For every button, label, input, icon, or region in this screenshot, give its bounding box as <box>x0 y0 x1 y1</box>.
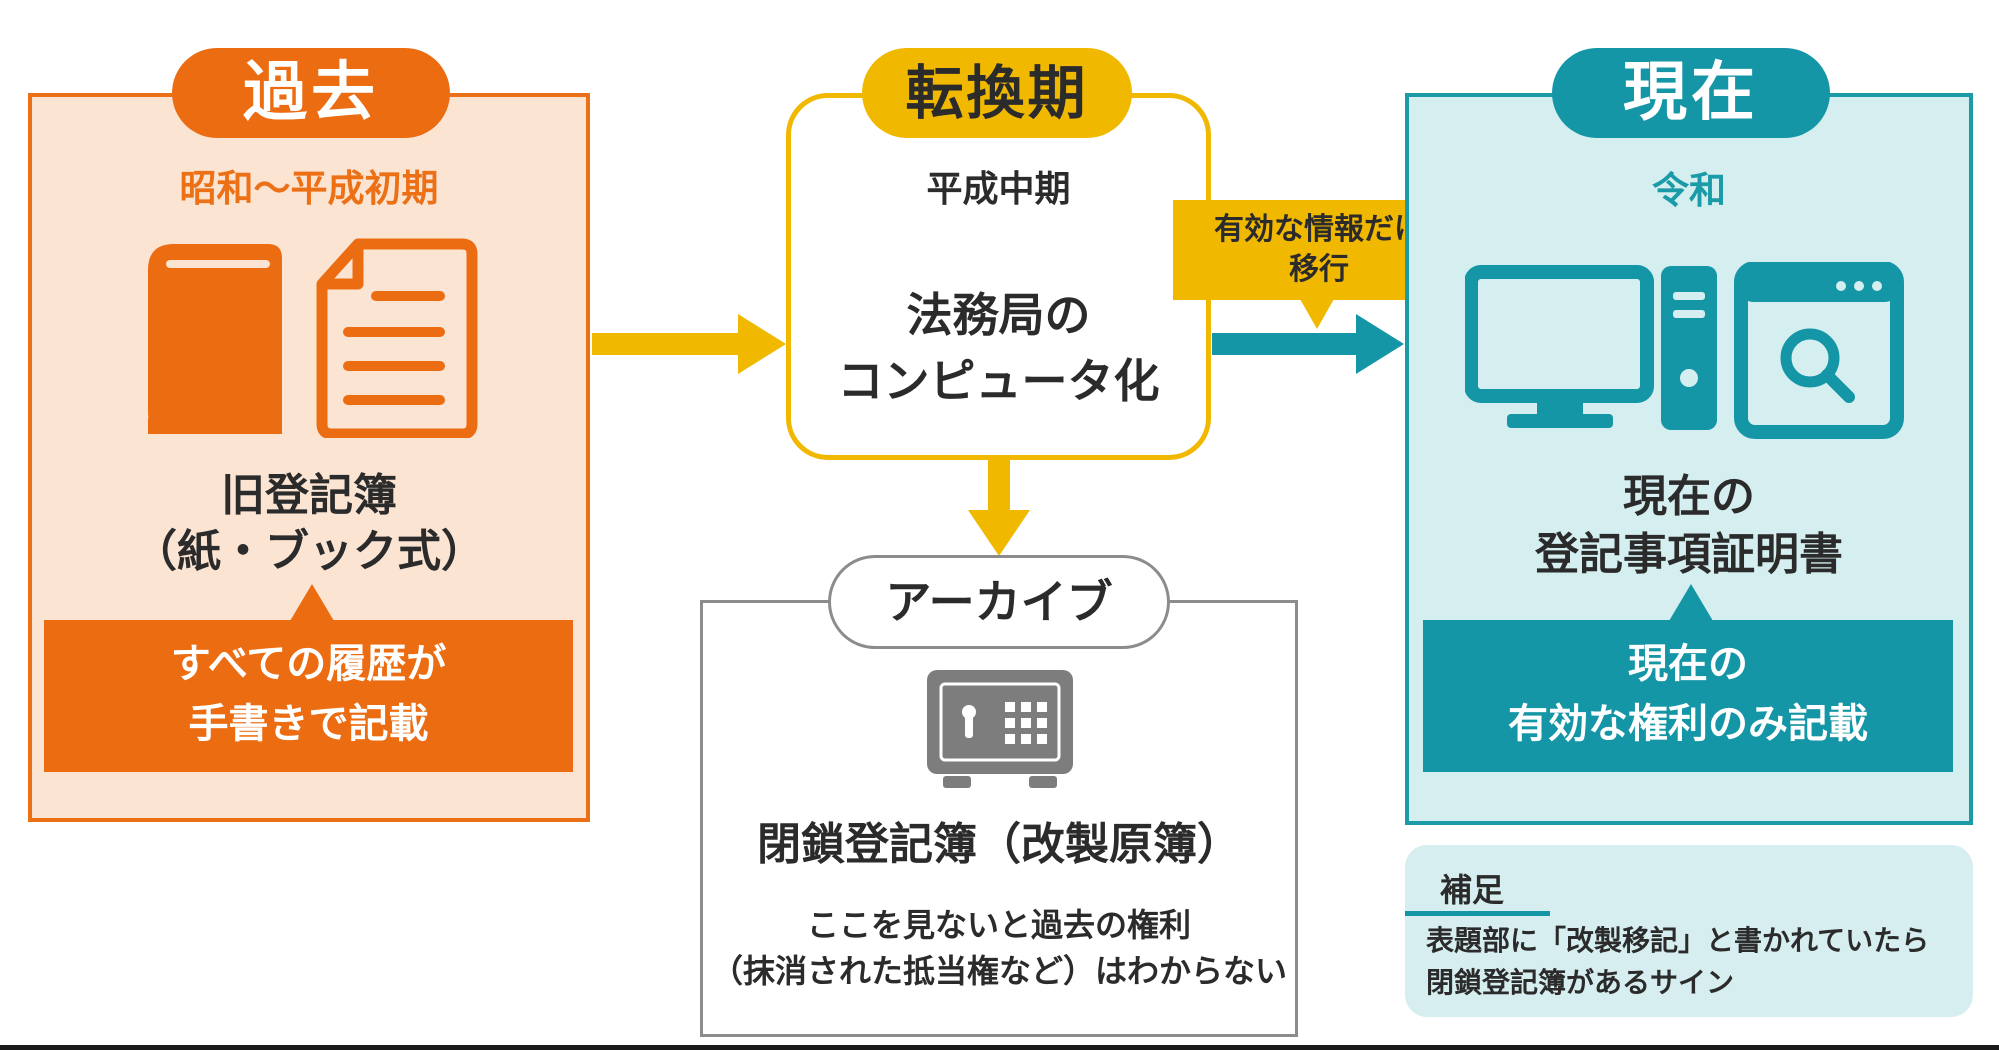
supplement-line2: 閉鎖登記簿があるサイン <box>1426 966 1735 999</box>
past-label-line2: （紙・ブック式） <box>133 526 485 577</box>
migration-pointer <box>1300 299 1334 329</box>
archive-note-line1: ここを見ないと過去の権利 <box>806 906 1191 944</box>
present-label: 現在の 登記事項証明書 <box>1405 468 1973 584</box>
past-pill: 過去 <box>172 48 450 138</box>
present-note-line1: 現在の <box>1628 641 1748 687</box>
supplement-text: 表題部に「改製移記」と書かれていたら 閉鎖登記簿があるサイン <box>1426 920 1966 1004</box>
past-label-line1: 旧登記簿 <box>221 470 397 521</box>
transition-main-line1: 法務局の <box>906 288 1091 342</box>
arrow-transition-to-present <box>1212 314 1404 374</box>
transition-pill: 転換期 <box>862 48 1132 138</box>
book-icon <box>148 244 282 434</box>
transition-era: 平成中期 <box>926 169 1071 210</box>
browser-search-icon <box>1734 262 1904 439</box>
past-note-line2: 手書きで記載 <box>188 701 429 747</box>
migration-line1: 有効な情報だけ <box>1214 212 1424 247</box>
present-pill: 現在 <box>1552 48 1830 138</box>
present-label-line2: 登記事項証明書 <box>1535 529 1843 580</box>
supplement-panel <box>1405 845 1973 1017</box>
present-note-line2: 有効な権利のみ記載 <box>1508 701 1868 747</box>
past-note-pointer <box>290 584 334 621</box>
present-note: 現在の 有効な権利のみ記載 <box>1423 620 1953 772</box>
supplement-underline <box>1405 911 1550 916</box>
past-icons <box>148 238 478 438</box>
present-icons <box>1465 262 1904 439</box>
desktop-computer-icon <box>1465 265 1717 430</box>
transition-main-line2: コンピュータ化 <box>837 354 1160 408</box>
document-icon <box>316 238 478 438</box>
bottom-rule <box>0 1045 1999 1050</box>
supplement-title: 補足 <box>1440 871 1505 909</box>
present-note-pointer <box>1669 584 1713 621</box>
archive-pill: アーカイブ <box>828 555 1170 649</box>
past-note-line1: すべての履歴が <box>170 641 447 687</box>
migration-line2: 移行 <box>1289 252 1349 287</box>
archive-note: ここを見ないと過去の権利 （抹消された抵当権など）はわからない <box>700 902 1298 994</box>
present-label-line1: 現在の <box>1623 471 1755 522</box>
past-era: 昭和〜平成初期 <box>179 167 439 210</box>
archive-title: 閉鎖登記簿（改製原簿） <box>757 819 1241 870</box>
safe-icon <box>927 670 1073 788</box>
present-era: 令和 <box>1652 169 1726 212</box>
past-note: すべての履歴が 手書きで記載 <box>44 620 573 772</box>
supplement-line1: 表題部に「改製移記」と書かれていたら <box>1426 924 1930 957</box>
arrow-transition-to-archive <box>968 460 1030 556</box>
past-label: 旧登記簿 （紙・ブック式） <box>28 468 590 580</box>
transition-main: 法務局の コンピュータ化 <box>786 282 1211 414</box>
arrow-past-to-transition <box>592 314 786 374</box>
archive-note-line2: （抹消された抵当権など）はわからない <box>710 952 1287 990</box>
